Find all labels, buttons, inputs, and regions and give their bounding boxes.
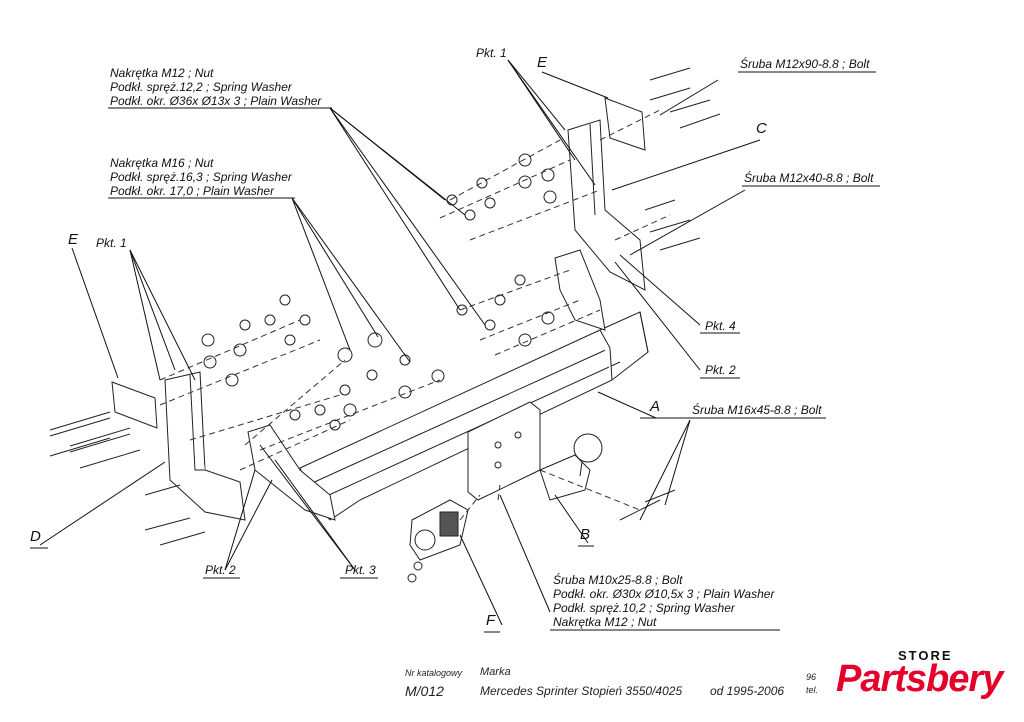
label-bolt-m16x45: Śruba M16x45-8.8 ; Bolt — [692, 403, 822, 417]
footer-catalog-value: M/012 — [405, 683, 444, 699]
left-plate-E — [111, 381, 158, 429]
right-plate-E — [604, 97, 646, 151]
label-B: B — [580, 526, 591, 543]
label-E-top: E — [537, 54, 548, 71]
leader-lines — [39, 59, 761, 626]
label-bolt-m12x90: Śruba M12x90-8.8 ; Bolt — [740, 57, 870, 71]
label-C: C — [756, 120, 767, 137]
label-m10-line4: Nakrętka M12 ; Nut — [553, 615, 657, 629]
footer-partial-1: 96 — [806, 672, 817, 682]
right-bracket-C — [567, 119, 646, 291]
label-A: A — [650, 398, 661, 415]
tow-ball-B — [539, 433, 603, 501]
label-pkt1-top: Pkt. 1 — [476, 46, 507, 60]
label-F: F — [486, 612, 496, 629]
label-E-left: E — [68, 231, 79, 248]
tow-bar-beam-A — [299, 311, 649, 521]
label-pkt4: Pkt. 4 — [705, 319, 736, 333]
label-nut16-line1: Nakrętka M16 ; Nut — [110, 156, 214, 170]
label-pkt2-left: Pkt. 2 — [205, 563, 236, 577]
bolts — [49, 67, 721, 546]
footer-years: od 1995-2006 — [710, 684, 785, 698]
label-m10-line1: Śruba M10x25-8.8 ; Bolt — [553, 573, 683, 587]
label-nut16-line3: Podkł. okr. 17,0 ; Plain Washer — [110, 184, 275, 198]
label-D: D — [30, 528, 41, 545]
label-m10-line3: Podkł. spręż.10,2 ; Spring Washer — [553, 601, 735, 615]
label-nut16-line2: Podkł. spręż.16,3 ; Spring Washer — [110, 170, 292, 184]
washers-nuts — [201, 153, 557, 431]
footer-catalog-label: Nr katalogowy — [405, 668, 463, 678]
alignment-lines — [159, 109, 671, 521]
logo-name-text: Partsbery — [836, 658, 1003, 700]
label-underlines — [30, 71, 880, 633]
partsbery-logo: STORE Partsbery — [836, 648, 1016, 708]
label-pkt1-left: Pkt. 1 — [96, 236, 127, 250]
footer-partial-2: tel. — [806, 685, 819, 695]
footer-brand-label: Marka — [480, 666, 511, 678]
label-pkt3: Pkt. 3 — [345, 563, 376, 577]
label-nut12-line1: Nakrętka M12 ; Nut — [110, 66, 214, 80]
socket-plate-F — [407, 499, 469, 583]
logo-store-text: STORE — [898, 648, 953, 663]
label-bolt-m12x40: Śruba M12x40-8.8 ; Bolt — [744, 171, 874, 185]
label-nut12-line2: Podkł. spręż.12,2 ; Spring Washer — [110, 80, 292, 94]
label-m10-line2: Podkł. okr. Ø30x Ø10,5x 3 ; Plain Washer — [553, 587, 775, 601]
left-bracket-D — [164, 371, 246, 521]
footer-brand-value: Mercedes Sprinter Stopień 3550/4025 — [480, 684, 683, 698]
mid-left-bracket — [247, 424, 336, 521]
mid-right-bracket — [554, 249, 606, 331]
label-pkt2-right: Pkt. 2 — [705, 363, 736, 377]
label-nut12-line3: Podkł. okr. Ø36x Ø13x 3 ; Plain Washer — [110, 94, 322, 108]
center-mount-plate — [467, 401, 541, 501]
